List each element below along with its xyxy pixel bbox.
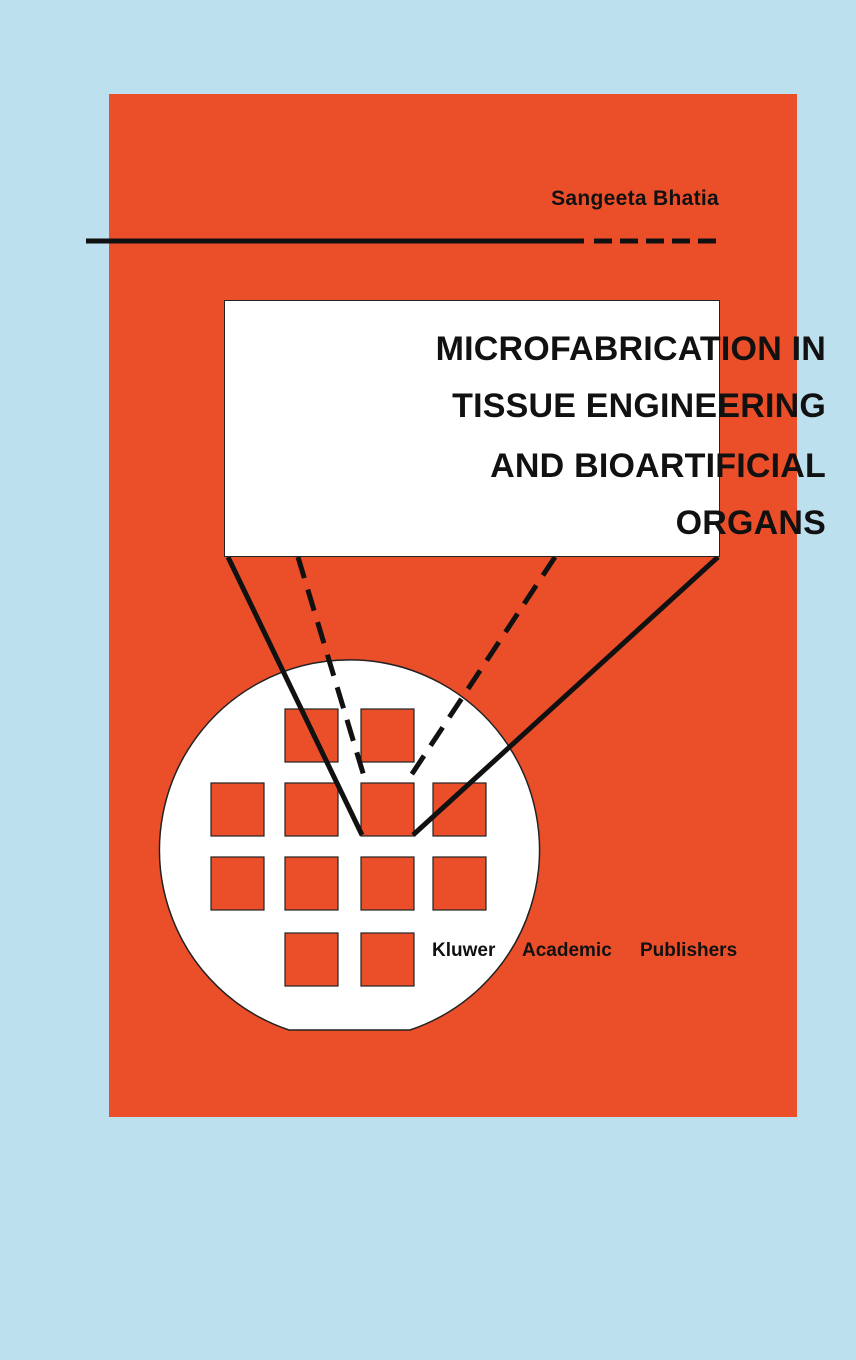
zoom-line-solid-right: [411, 555, 720, 837]
die: [432, 856, 487, 911]
wafer-dies: [210, 708, 487, 987]
zoom-line-dashed-right: [403, 555, 558, 785]
die: [284, 856, 339, 911]
die: [210, 782, 265, 837]
publisher-word-academic: Academic: [522, 940, 612, 961]
wafer-shape: [158, 659, 541, 1031]
die: [360, 708, 415, 763]
die: [210, 856, 265, 911]
author-name: Sangeeta Bhatia: [551, 187, 719, 210]
title-line-2: TISSUE ENGINEERING: [452, 387, 826, 425]
title-line-4: ORGANS: [675, 504, 826, 542]
die: [360, 856, 415, 911]
zoom-line-dashed-left: [295, 556, 369, 784]
die: [360, 782, 415, 837]
title-line-3: AND BIOARTIFICIAL: [490, 447, 826, 485]
die: [284, 782, 339, 837]
title-line-1: MICROFABRICATION IN: [435, 330, 826, 368]
zoom-line-solid-left: [225, 555, 365, 837]
die: [360, 932, 415, 987]
title-box: [224, 300, 720, 557]
die: [284, 932, 339, 987]
publisher-word-publishers: Publishers: [640, 940, 738, 961]
publisher-word-kluwer: Kluwer: [432, 940, 496, 961]
